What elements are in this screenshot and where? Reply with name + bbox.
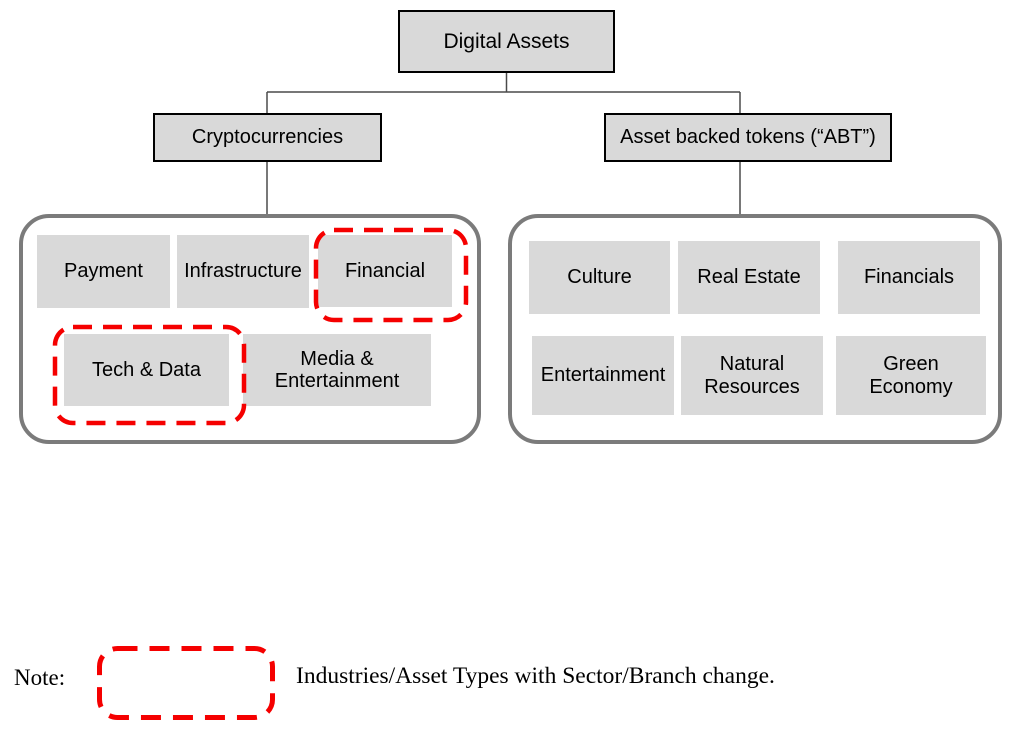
- note-label: Note:: [14, 665, 66, 690]
- dashed-rect: [97, 646, 275, 720]
- item-infrastructure: Infrastructure: [177, 235, 309, 308]
- item-payment: Payment: [37, 235, 170, 308]
- node-digital-assets: Digital Assets: [398, 10, 615, 73]
- note-legend-swatch: [97, 646, 275, 720]
- item-tech-data: Tech & Data: [64, 334, 229, 406]
- item-media-entertainment: Media & Entertainment: [243, 334, 431, 406]
- item-natural-resources: Natural Resources: [681, 336, 823, 415]
- item-green-economy: Green Economy: [836, 336, 986, 415]
- cryptocurrencies-group: Payment Infrastructure Financial Tech & …: [19, 214, 481, 444]
- node-asset-backed-tokens: Asset backed tokens (“ABT”): [604, 113, 892, 162]
- item-entertainment: Entertainment: [532, 336, 674, 415]
- item-financial: Financial: [318, 235, 452, 307]
- abt-group: Culture Real Estate Financials Entertain…: [508, 214, 1002, 444]
- note-text: Industries/Asset Types with Sector/Branc…: [296, 663, 775, 689]
- item-financials: Financials: [838, 241, 980, 314]
- item-real-estate: Real Estate: [678, 241, 820, 314]
- item-culture: Culture: [529, 241, 670, 314]
- node-cryptocurrencies: Cryptocurrencies: [153, 113, 382, 162]
